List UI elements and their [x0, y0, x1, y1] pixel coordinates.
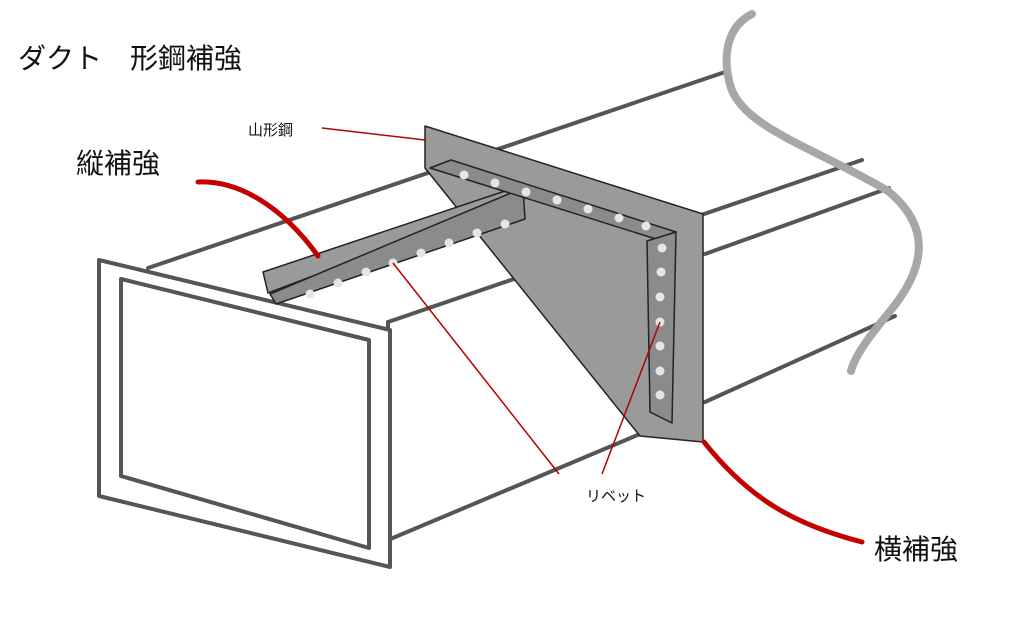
rivet-label: リベット	[586, 487, 646, 505]
rivet	[583, 204, 593, 214]
rivet	[333, 278, 343, 288]
rivet	[655, 366, 665, 376]
rivet	[305, 289, 315, 299]
angle-steel-group	[262, 125, 704, 443]
transverse-reinforcement-stroke	[701, 439, 865, 545]
rivet	[655, 341, 665, 351]
duct-break-curve	[722, 10, 923, 375]
longitudinal-reinforcement-label: 縦補強	[76, 147, 160, 180]
rivet	[490, 178, 500, 188]
duct-bottom-edge	[386, 432, 642, 542]
rivet	[416, 248, 426, 258]
rivet-leader-right	[601, 321, 661, 475]
longitudinal-reinforcement-bar	[269, 187, 526, 305]
rivet	[641, 221, 651, 231]
transverse-reinforcement-label: 横補強	[874, 533, 958, 566]
annotation-lines	[195, 127, 865, 545]
rivet	[655, 390, 665, 400]
duct-right-upper-edge	[703, 186, 891, 256]
rivet	[655, 292, 665, 302]
rivets	[305, 170, 667, 400]
rivet	[552, 195, 562, 205]
transverse-vertical-flange	[646, 231, 677, 424]
duct-right-lower-edge	[703, 314, 897, 404]
longitudinal-reinforcement-stroke	[195, 179, 321, 259]
rivet	[657, 243, 667, 253]
rivet	[472, 228, 482, 238]
angle-steel-label: 山形鋼	[248, 121, 293, 139]
rivet-leader-left	[392, 262, 560, 475]
rivet	[361, 267, 371, 277]
rivet	[656, 267, 666, 277]
rivet	[444, 238, 454, 248]
rivet	[459, 170, 469, 180]
duct-body	[97, 70, 897, 569]
rivet	[500, 219, 510, 229]
rivet	[521, 187, 531, 197]
angle-steel-leader	[321, 127, 426, 141]
duct-flange-inner	[119, 277, 371, 550]
rivet	[614, 213, 624, 223]
diagram-title: ダクト 形鋼補強	[18, 42, 242, 75]
